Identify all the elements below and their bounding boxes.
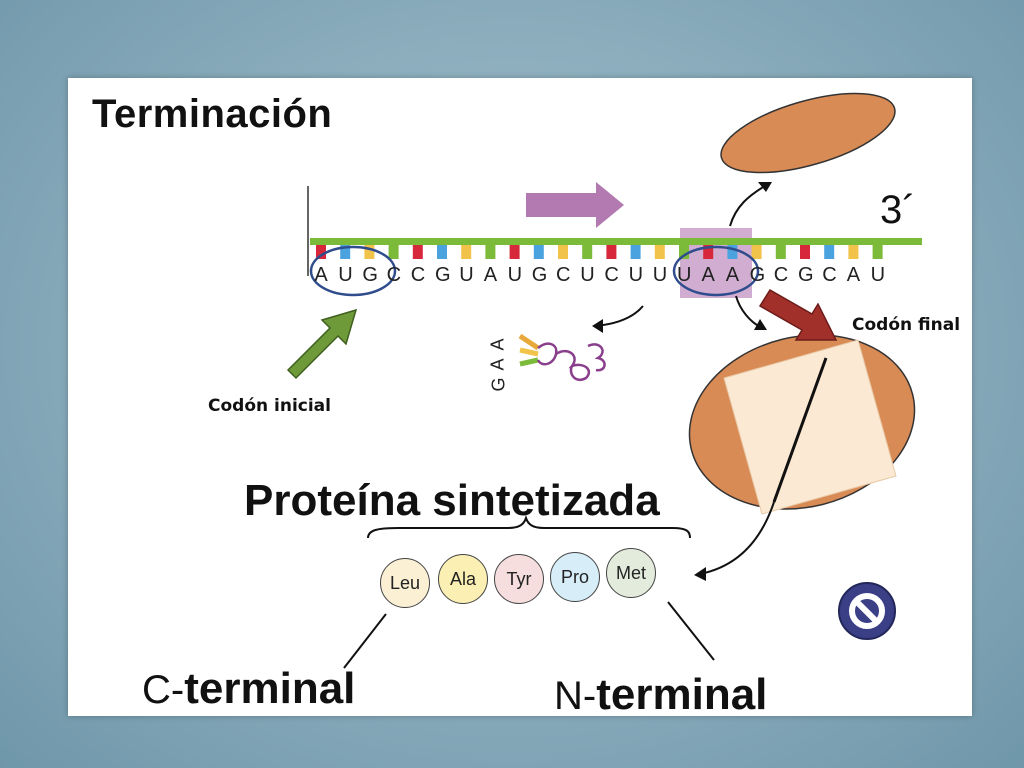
nucleotide-ticks: [316, 245, 883, 259]
nucleotide-tick: [485, 245, 496, 259]
nucleotide-tick: [824, 245, 835, 259]
n-terminal-line: [667, 601, 715, 661]
mrna-nucleotide: C: [604, 264, 619, 286]
start-codon-label: Codón inicial: [208, 396, 331, 416]
start-codon-circle: [309, 245, 397, 297]
amino-acid-ala: Ala: [438, 554, 488, 604]
mrna-nucleotide: G: [531, 264, 548, 286]
nucleotide-tick: [509, 245, 520, 259]
mrna-nucleotide: A: [701, 264, 715, 286]
protein-bracket: [367, 514, 691, 539]
mrna-nucleotide: A: [846, 264, 861, 286]
stop-codon-circle: [672, 245, 760, 297]
ribosome-small-subunit: [720, 92, 896, 174]
anticodon-base: G: [488, 377, 509, 392]
ribosome-channel: [723, 339, 897, 515]
nucleotide-tick: [412, 245, 423, 259]
c-terminal-word: terminal: [184, 664, 356, 713]
slide-title: Terminación: [92, 92, 333, 136]
amino-acid-pro: Pro: [550, 552, 600, 602]
mrna-nucleotide: A: [314, 264, 328, 286]
mrna-nucleotide: A: [725, 264, 740, 286]
mrna-nucleotide: U: [677, 264, 692, 286]
mrna-nucleotide: U: [628, 264, 644, 286]
nucleotide-tick: [533, 245, 544, 259]
c-terminal-prefix: C-: [142, 668, 185, 712]
nucleotide-tick: [461, 245, 472, 259]
mrna-nucleotide: U: [652, 264, 668, 286]
anticodon-base: A: [487, 358, 508, 371]
translation-diagram: [286, 92, 922, 669]
release-arrowhead: [758, 182, 772, 192]
mrna-nucleotide: C: [386, 264, 402, 286]
nucleotide-tick: [703, 245, 714, 259]
nucleotide-tick: [437, 245, 447, 259]
ribosome-arrowhead: [754, 319, 767, 330]
nucleotide-tick: [727, 245, 738, 259]
n-terminal-word: terminal: [596, 670, 768, 719]
trna-release-arrow: [595, 305, 644, 327]
mrna-nucleotide: U: [338, 264, 353, 286]
protein-arrowhead: [694, 567, 706, 581]
anticodon-base: A: [487, 338, 508, 351]
release-arrow: [729, 183, 769, 227]
nucleotide-tick: [848, 245, 859, 259]
amino-acid-leu: Leu: [380, 558, 430, 608]
protein-arrow: [699, 501, 775, 575]
mrna-nucleotide: G: [435, 264, 451, 286]
n-terminal-prefix: N-: [554, 674, 597, 718]
amino-acid-tyr: Tyr: [494, 554, 544, 604]
nucleotide-tick: [364, 245, 375, 259]
mrna-nucleotide: G: [362, 264, 378, 286]
start-codon-arrow-icon: [286, 308, 358, 380]
nucleotide-tick: [751, 245, 762, 259]
trna-release-arrowhead: [592, 319, 603, 333]
mrna-nucleotide: A: [483, 264, 498, 286]
mrna-nucleotide: G: [749, 264, 766, 286]
mrna-nucleotide: U: [870, 264, 886, 286]
mrna-nucleotide: G: [798, 264, 814, 286]
stop-codon-arrow-icon: [758, 288, 838, 341]
nucleotide-tick: [606, 245, 617, 259]
nucleotide-tick: [316, 245, 326, 259]
three-prime-label: 3´: [880, 188, 916, 232]
nucleotide-tick: [872, 245, 883, 259]
stop-codon-label: Codón final: [852, 315, 961, 335]
mrna-nucleotide: U: [459, 264, 474, 286]
c-terminal-line: [343, 613, 387, 669]
mrna-nucleotide: U: [580, 264, 595, 286]
nucleotide-tick: [340, 245, 351, 259]
direction-arrow-icon: [526, 182, 624, 228]
nucleotide-tick: [654, 245, 665, 259]
ribosome-divider: [772, 357, 828, 503]
nucleotide-tick: [388, 245, 399, 259]
mrna-nucleotide: C: [773, 264, 789, 286]
prohibited-icon[interactable]: [838, 582, 896, 640]
nucleotide-tick: [582, 245, 593, 259]
nucleotide-tick: [679, 245, 689, 259]
trna-icon: [518, 333, 606, 382]
nucleotide-tick: [775, 245, 786, 259]
nucleotide-tick: [630, 245, 641, 259]
n-terminal-label: N-terminal: [554, 670, 767, 720]
nucleotide-tick: [558, 245, 568, 259]
c-terminal-label: C-terminal: [142, 664, 355, 714]
nucleotide-tick: [800, 245, 810, 259]
amino-acid-met: Met: [606, 548, 656, 598]
protein-title: Proteína sintetizada: [244, 476, 660, 525]
mrna-nucleotide: C: [556, 264, 571, 286]
mrna-backbone: [310, 238, 922, 245]
mrna-nucleotide: C: [410, 264, 426, 286]
mrna-nucleotide: U: [507, 264, 523, 286]
mrna-nucleotide: C: [822, 264, 837, 286]
